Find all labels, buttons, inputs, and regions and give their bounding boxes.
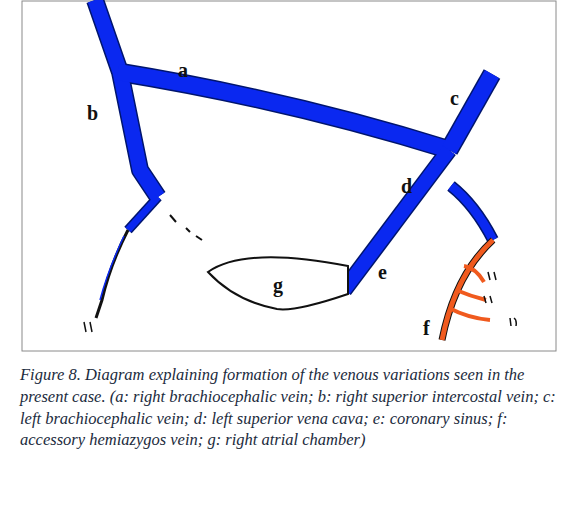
callout-letter: a bbox=[178, 60, 188, 80]
chamber-letter: g bbox=[273, 274, 283, 297]
atrial-chamber: g bbox=[205, 246, 351, 312]
callout-letter: c bbox=[450, 88, 459, 108]
figure-frame bbox=[22, 1, 556, 351]
callout-letter: f bbox=[423, 318, 430, 338]
callout-letter: e bbox=[378, 262, 387, 282]
figure-caption: Figure 8. Diagram explaining formation o… bbox=[20, 364, 560, 451]
callout-letter: d bbox=[401, 176, 412, 196]
callout-letter: b bbox=[87, 103, 98, 123]
